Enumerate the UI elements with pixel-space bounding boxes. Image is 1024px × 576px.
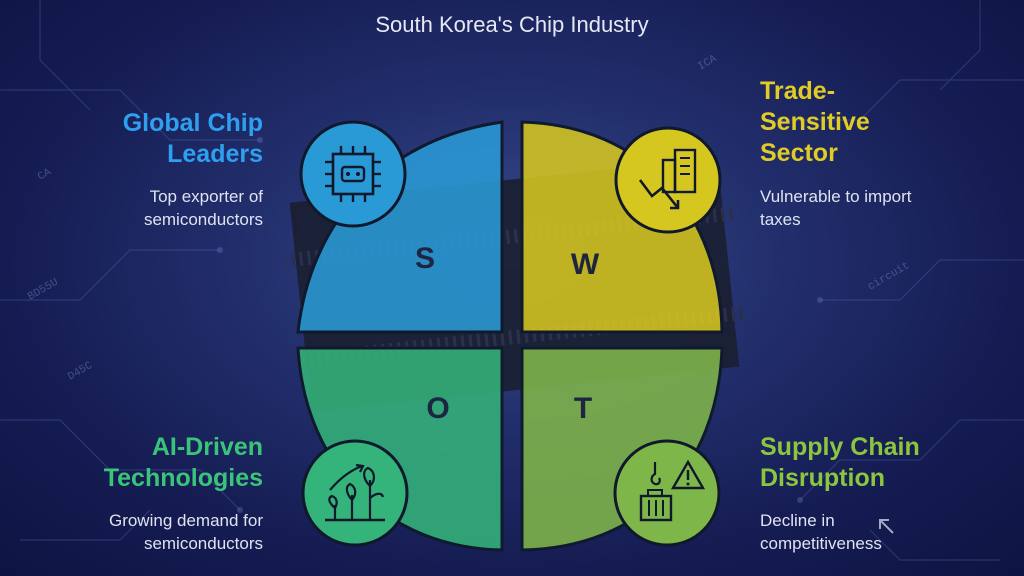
svg-text:CA: CA [36,166,54,183]
threat-letter: T [574,392,592,425]
threat-heading-line2: Disruption [760,464,885,492]
threat-heading: Supply Chain Disruption [760,432,980,494]
threat-desc-line1: Decline in [760,511,835,530]
strength-letter: S [415,242,435,275]
weakness-desc-line1: Vulnerable to import [760,187,912,206]
opportunity-heading-line2: Technologies [103,464,263,492]
page-title: South Korea's Chip Industry [375,12,649,37]
weakness-heading: Trade- Sensitive Sector [760,76,960,169]
declining-building-icon [614,126,722,234]
arrow-icon [879,519,894,534]
strength-description: Top exporter of semiconductors [80,185,263,231]
strength-heading-line2: Leaders [167,140,263,168]
chip-icon [299,120,407,228]
container-warning-icon [613,439,721,547]
strength-heading: Global Chip Leaders [90,108,263,170]
opportunity-desc-line1: Growing demand for [108,511,263,530]
weakness-letter: W [571,248,600,281]
opportunity-heading-line1: AI-Driven [151,433,263,461]
strength-desc-line1: Top exporter of [149,187,263,206]
threat-heading-line1: Supply Chain [760,433,920,461]
opportunity-desc-line2: semiconductors [143,534,263,553]
opportunity-description: Growing demand for semiconductors [50,509,263,555]
threat-description: Decline in competitiveness [760,509,960,555]
strength-desc-line2: semiconductors [143,210,263,229]
opportunity-heading: AI-Driven Technologies [60,432,263,494]
threat-desc-line2: competitiveness [760,534,882,553]
weakness-desc-line2: taxes [760,210,801,229]
opportunity-letter: O [426,392,449,425]
weakness-heading-line3: Sector [760,139,838,167]
weakness-heading-line1: Trade- [760,77,836,105]
weakness-description: Vulnerable to import taxes [760,185,980,231]
strength-heading-line1: Global Chip [122,109,263,137]
weakness-heading-line2: Sensitive [760,108,870,136]
growing-plants-icon [301,439,409,547]
